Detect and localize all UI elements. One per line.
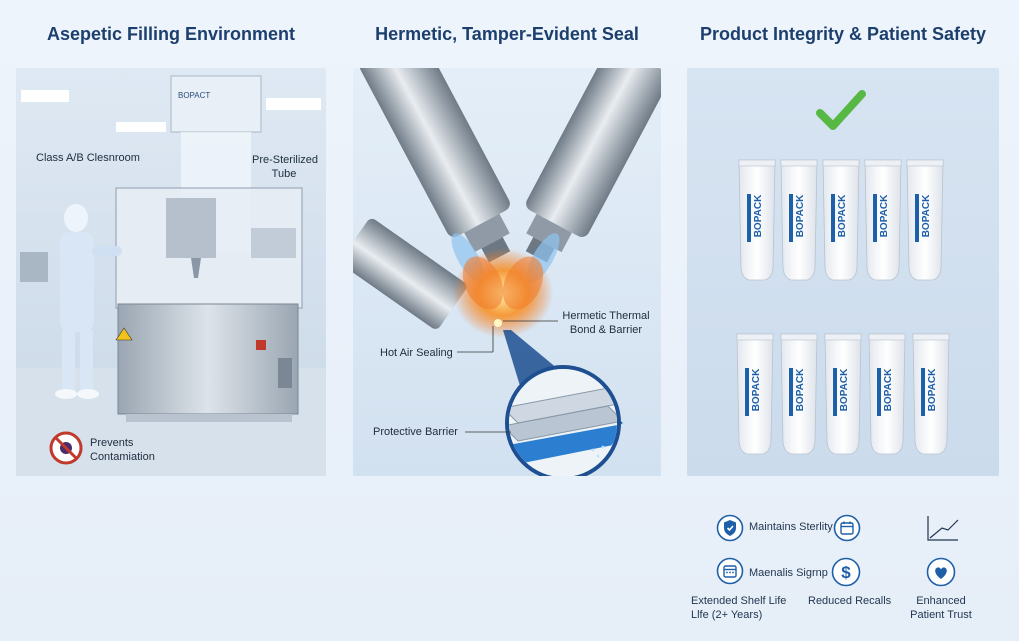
tube-stripe — [915, 194, 919, 242]
cleanroom-label: Class A/B Clesnroom — [36, 152, 140, 164]
tube-crimp — [780, 333, 818, 341]
tube-stripe — [877, 368, 881, 416]
tubes-panel: BOPACK BOPACK BOPACK BOPACK BOPACK BOPACK BOPA… — [687, 68, 999, 476]
product-tube — [738, 159, 776, 281]
sealing-panel: Hermetic Thermal Bond & Barrier Hot Air … — [353, 68, 661, 476]
prevents-contamination-label: Prevents Contamiation — [90, 437, 155, 463]
tube-brand-label: BOPACK — [837, 194, 848, 238]
svg-text:$: $ — [841, 563, 851, 582]
tube-stripe — [833, 368, 837, 416]
product-tube — [912, 333, 950, 455]
hermetic-bond-label: Hermetic Thermal Bond & Barrier — [562, 310, 650, 336]
shield-icon — [716, 514, 744, 547]
tube-brand-label: BOPACK — [921, 194, 932, 238]
tube-brand-label: BOPACK — [879, 194, 890, 238]
hot-air-sealing-label: Hot Air Sealing — [380, 347, 453, 359]
tube-brand-label: BOPACK — [795, 194, 806, 238]
benefit-extended-shelf-life: Extended Shelf Life Llfe (2+ Years) — [691, 595, 787, 621]
section-title-integrity: Product Integrity & Patient Safety — [699, 24, 987, 44]
tube-brand-label: BOPACK — [883, 368, 894, 412]
protective-barrier-label: Protective Barrier — [373, 426, 458, 438]
benefit-reduced-recalls: Reduced Recalls — [808, 595, 892, 607]
tube-crimp — [906, 159, 944, 167]
tube-crimp — [738, 159, 776, 167]
tube-crimp — [864, 159, 902, 167]
benefit-maintains-sterility: Maintains Sterlity — [749, 521, 833, 533]
pre-sterilized-tube-label: Pre-Sterilized Tube — [252, 154, 319, 180]
tube-crimp — [868, 333, 906, 341]
tube-crimp — [824, 333, 862, 341]
tube-crimp — [822, 159, 860, 167]
product-tube — [868, 333, 906, 455]
tube-stripe — [747, 194, 751, 242]
tube-stripe — [873, 194, 877, 242]
product-tube — [906, 159, 944, 281]
cleanroom-panel: BOPACT Class A/B Clesnroom Pre-Sterilize… — [16, 68, 326, 476]
product-tube — [822, 159, 860, 281]
tube-crimp — [912, 333, 950, 341]
calendar-icon-2 — [716, 557, 744, 590]
tube-stripe — [789, 368, 793, 416]
tube-brand-label: BOPACK — [751, 368, 762, 412]
calendar-icon — [833, 514, 861, 547]
product-tube — [780, 333, 818, 455]
tube-crimp — [736, 333, 774, 341]
product-tube — [780, 159, 818, 281]
dollar-icon: $ — [831, 557, 861, 592]
tube-stripe — [745, 368, 749, 416]
no-bacteria-icon — [51, 433, 81, 463]
benefit-maenalis-sigrnp: Maenalis Sigrnp — [749, 567, 828, 579]
tube-brand-label: BOPACK — [839, 368, 850, 412]
tube-brand-label: BOPACK — [753, 194, 764, 238]
tube-stripe — [789, 194, 793, 242]
tube-brand-label: BOPACK — [927, 368, 938, 412]
tube-crimp — [780, 159, 818, 167]
benefit-enhanced-trust: Enhanced Patient Trust — [910, 595, 972, 621]
tube-brand-label: BOPACK — [795, 368, 806, 412]
tube-stripe — [831, 194, 835, 242]
product-tube — [864, 159, 902, 281]
section-title-aseptic: Asepetic Filling Environment — [46, 24, 296, 44]
svg-text:BOPACT: BOPACT — [178, 91, 210, 100]
product-tube — [824, 333, 862, 455]
section-title-seal: Hermetic, Tamper-Evident Seal — [375, 24, 639, 44]
tube-stripe — [921, 368, 925, 416]
heart-icon — [926, 557, 956, 592]
chart-line-icon — [926, 514, 960, 547]
product-tube — [736, 333, 774, 455]
